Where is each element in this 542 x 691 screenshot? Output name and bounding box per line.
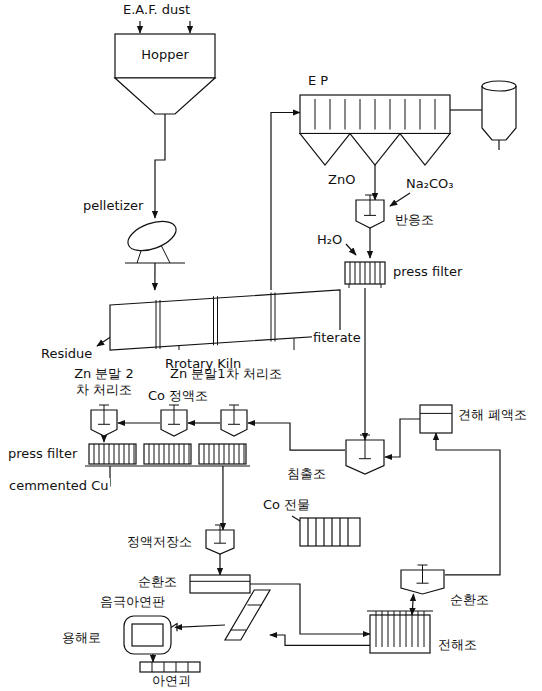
stream-label: Co 전물 bbox=[262, 497, 311, 513]
process-unit: 음극아연판 bbox=[225, 590, 270, 640]
process-unit: 전해조 bbox=[370, 615, 430, 653]
flow-line bbox=[369, 228, 370, 258]
flow-line bbox=[436, 433, 500, 575]
equipment-shape bbox=[400, 570, 445, 594]
unit-label: 순환조 bbox=[138, 574, 177, 590]
equipment-shape bbox=[190, 575, 250, 593]
stream-label: cemmented Cu bbox=[8, 478, 110, 494]
unit-label: 침출조 bbox=[287, 466, 326, 482]
flow-line bbox=[222, 466, 223, 530]
equipment-shape bbox=[125, 218, 185, 263]
flow-line bbox=[103, 436, 104, 442]
feed-arrow bbox=[139, 21, 140, 33]
equipment-shape bbox=[220, 410, 248, 436]
unit-label: 용해로 bbox=[62, 630, 101, 646]
process-unit: Rrotary Kiln bbox=[110, 290, 340, 350]
cobalt-cell bbox=[292, 516, 360, 546]
equipment-shape bbox=[140, 662, 200, 672]
process-unit: Hopper bbox=[115, 34, 215, 114]
process-unit: 용해로 bbox=[120, 616, 175, 654]
stream-label: E.A.F. dust bbox=[122, 2, 191, 18]
flow-line bbox=[364, 288, 365, 440]
unit-label: 견해 폐액조 bbox=[458, 407, 527, 423]
process-unit: press filter bbox=[345, 258, 385, 288]
flow-line bbox=[154, 263, 155, 290]
process-unit: 침출조 bbox=[345, 440, 385, 474]
flow-line bbox=[118, 422, 160, 423]
unit-label: Hopper bbox=[115, 47, 215, 63]
unit-label: 반응조 bbox=[395, 212, 434, 228]
flow-line bbox=[271, 113, 300, 291]
process-unit: 반응조 bbox=[355, 200, 385, 228]
process-unit: 순환조 bbox=[400, 570, 445, 594]
flow-line bbox=[188, 422, 220, 423]
process-unit: E P bbox=[300, 95, 450, 165]
unit-label: press filter bbox=[8, 446, 77, 462]
process-unit: 순환조 bbox=[190, 575, 250, 593]
equipment-shape bbox=[90, 410, 118, 436]
unit-label: 아연괴 bbox=[152, 673, 191, 689]
flow-line bbox=[155, 114, 165, 218]
reagent-arrow bbox=[390, 193, 410, 206]
equipment-shape bbox=[370, 615, 430, 653]
equipment-shape bbox=[120, 616, 175, 654]
unit-label: E P bbox=[308, 73, 328, 89]
unit-label: Co 정액조 bbox=[148, 388, 208, 404]
equipment-shape bbox=[225, 590, 270, 640]
process-unit: Co 정액조 bbox=[160, 410, 188, 436]
unit-label: Zn 분말1차 처리조 bbox=[170, 366, 282, 382]
process-unit: Zn 분말1차 처리조 bbox=[220, 410, 248, 436]
unit-label: press filter bbox=[393, 264, 462, 280]
equipment-shape bbox=[160, 410, 188, 436]
stream-label: H₂O bbox=[316, 232, 343, 248]
equipment-shape bbox=[345, 258, 385, 288]
equipment-shape bbox=[345, 440, 385, 474]
flow-line bbox=[175, 625, 225, 627]
dust-bottle bbox=[450, 81, 516, 150]
unit-label: 음극아연판 bbox=[100, 594, 165, 610]
unit-label: Zn 분말 2차 처리조 bbox=[73, 366, 135, 399]
equipment-shape bbox=[205, 530, 235, 554]
stream-label: ZnO bbox=[327, 172, 356, 188]
stream-label: Na₂CO₃ bbox=[405, 176, 454, 192]
unit-label: 전해조 bbox=[438, 637, 477, 653]
equipment-shape bbox=[85, 442, 250, 466]
equipment-shape bbox=[115, 34, 215, 114]
feed-arrow bbox=[189, 21, 190, 33]
process-unit: 정액저장소 bbox=[205, 530, 235, 554]
equipment-shape bbox=[420, 405, 452, 433]
process-unit: pelletizer bbox=[125, 218, 185, 263]
water-arrow bbox=[346, 244, 356, 255]
stream-label: Residue bbox=[40, 346, 93, 362]
unit-label: pelletizer bbox=[83, 198, 143, 214]
process-unit: 아연괴 bbox=[140, 662, 200, 672]
equipment-shape bbox=[300, 95, 450, 165]
flow-line bbox=[248, 423, 345, 450]
equipment-shape bbox=[110, 290, 340, 350]
unit-label: 정액저장소 bbox=[127, 534, 192, 550]
leader-line bbox=[292, 516, 300, 521]
flow-line bbox=[385, 419, 420, 457]
flow-line bbox=[152, 654, 153, 662]
process-unit: press filter bbox=[85, 442, 250, 466]
equipment-shape bbox=[355, 200, 385, 228]
process-unit: Zn 분말 2차 처리조 bbox=[90, 410, 118, 436]
process-unit: 견해 폐액조 bbox=[420, 405, 452, 433]
flow-line bbox=[219, 554, 220, 575]
flow-line bbox=[270, 635, 370, 645]
unit-label: 순환조 bbox=[450, 592, 489, 608]
stream-label: fiterate bbox=[312, 330, 362, 346]
